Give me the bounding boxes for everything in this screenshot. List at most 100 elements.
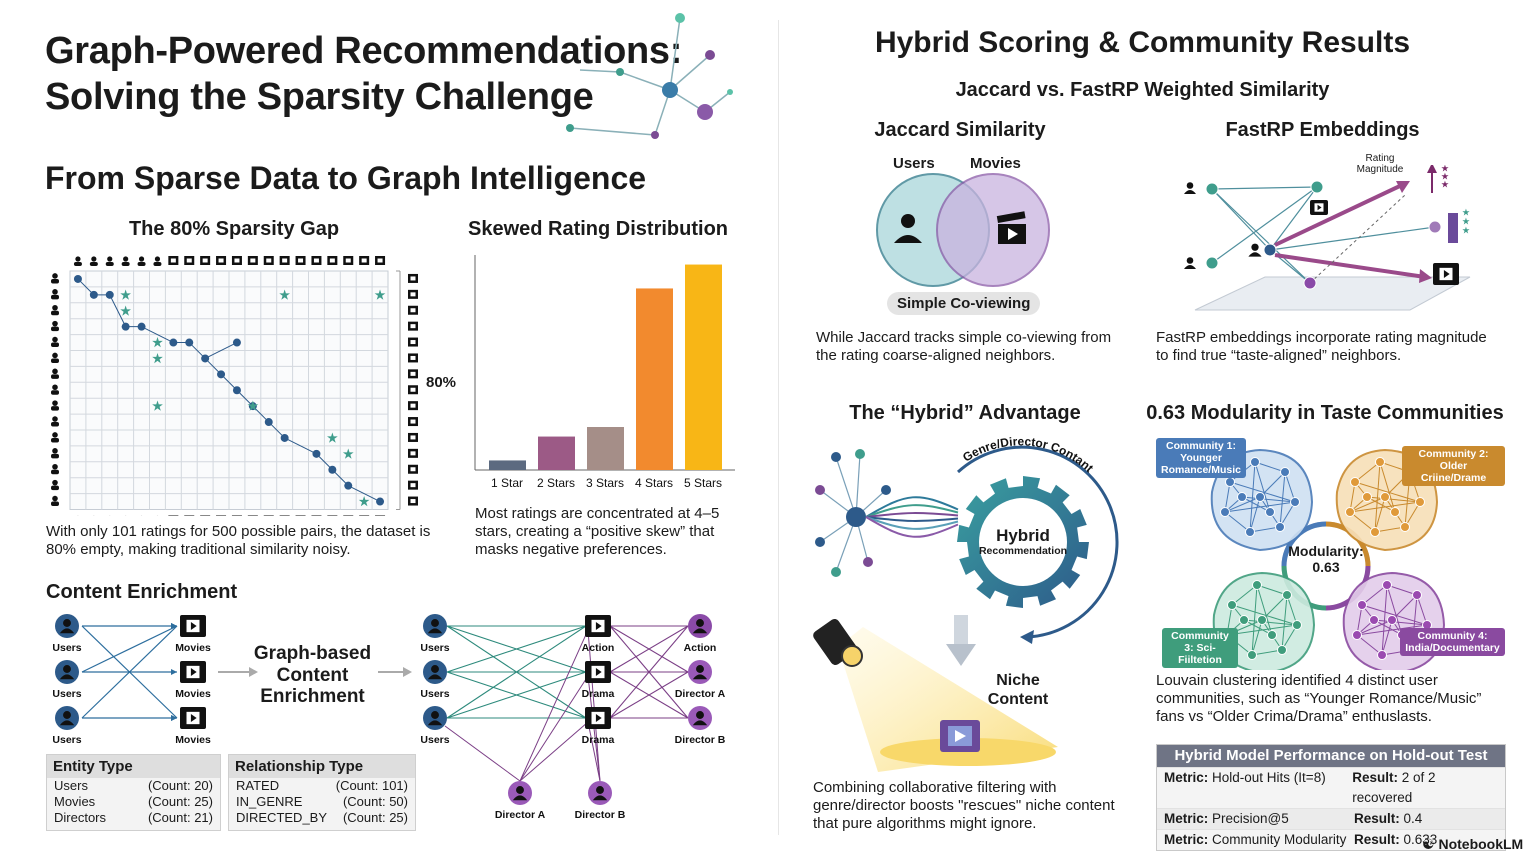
edge xyxy=(1356,619,1393,636)
path-line xyxy=(284,437,317,455)
user-head xyxy=(596,786,604,794)
film-frame xyxy=(410,499,416,504)
film-frame xyxy=(313,258,319,263)
column-divider xyxy=(778,20,779,835)
modularity-title: 0.63 Modularity in Taste Communities xyxy=(1146,402,1504,424)
play-icon xyxy=(955,730,966,742)
modularity-caption: Louvain clustering identified 4 distinct… xyxy=(1156,672,1482,725)
tick-label: 5 Stars xyxy=(684,476,722,490)
arrow-head xyxy=(171,623,177,629)
community-node xyxy=(1387,615,1397,625)
edge xyxy=(1354,481,1421,503)
film-icon xyxy=(295,515,306,516)
user-icon-body xyxy=(51,485,59,491)
edge xyxy=(609,625,689,673)
film-frame xyxy=(329,258,335,263)
user-icon xyxy=(52,273,58,279)
relationship-count: (Count: 25) xyxy=(342,810,408,825)
edge xyxy=(1251,584,1258,656)
niche-content-label: Niche Content xyxy=(987,672,1049,708)
arrow-head xyxy=(1419,269,1432,283)
user-label: Users xyxy=(420,642,449,654)
film-frame xyxy=(282,258,288,263)
play-icon xyxy=(595,668,602,676)
arc-label-path: Genre/Director Contant xyxy=(960,434,1096,475)
edge xyxy=(587,721,601,782)
right-node-label: Director A xyxy=(675,688,726,700)
user-icon-body xyxy=(51,501,59,507)
film-frame xyxy=(250,258,256,263)
film-icon xyxy=(168,515,179,516)
star-icon: ★ xyxy=(247,399,258,413)
flow-line xyxy=(865,516,959,522)
user-icon xyxy=(52,495,58,502)
relationship-count: (Count: 101) xyxy=(335,778,408,793)
jaccard-users-label: Users xyxy=(893,155,935,172)
user-icon-body xyxy=(51,342,59,348)
gear-center xyxy=(979,498,1067,586)
director-label: Director A xyxy=(495,809,546,821)
jaccard-caption: While Jaccard tracks simple co-viewing f… xyxy=(816,329,1112,364)
user-icon-body xyxy=(51,406,59,411)
user-head xyxy=(63,711,71,719)
film-icon xyxy=(184,515,195,516)
enrichment-center-label: Graph-based Content Enrichment xyxy=(253,643,372,707)
clapper-icon xyxy=(996,211,1026,244)
star-icon: ★ xyxy=(1441,172,1449,181)
edge xyxy=(1366,496,1421,503)
arrow-head xyxy=(1396,181,1410,193)
flow-arrow-head xyxy=(249,667,258,677)
community-node xyxy=(1252,580,1262,590)
community-node xyxy=(1250,457,1260,467)
input-node xyxy=(831,567,841,577)
community-node xyxy=(1292,620,1302,630)
gear-subtitle: Recommendation xyxy=(978,545,1068,557)
user-head xyxy=(1251,243,1259,251)
embedding-node xyxy=(1303,276,1317,290)
user-body xyxy=(692,628,708,634)
community-3-tag: Community 3: Sci-Fiiltetion xyxy=(1162,628,1238,668)
play-icon xyxy=(190,714,197,722)
community-node xyxy=(1382,580,1392,590)
user-body xyxy=(427,628,443,634)
rating-dot xyxy=(137,322,146,331)
film-frame xyxy=(410,340,416,345)
relationship-table-header: Relationship Type xyxy=(229,755,415,778)
community-node xyxy=(1277,645,1287,655)
edge xyxy=(609,671,689,719)
path-line xyxy=(204,342,238,359)
user-icon-body xyxy=(51,422,59,427)
entity-count: (Count: 20) xyxy=(147,778,213,793)
entity-name: Users xyxy=(54,778,88,793)
film-frame xyxy=(266,258,272,263)
genre-label: Drama xyxy=(582,734,615,746)
hybrid-caption: Combining collaborative filtering with g… xyxy=(813,779,1115,832)
title-line-1: Graph-Powered Recommendations: xyxy=(45,30,683,72)
rating-dot xyxy=(344,481,353,490)
notebooklm-brand[interactable]: ☯ NotebookLM xyxy=(1422,836,1523,853)
edge xyxy=(1259,471,1286,498)
community-node xyxy=(1267,630,1277,640)
embedding-node xyxy=(1428,220,1442,234)
network-decoration-icon xyxy=(566,13,733,139)
user-icon xyxy=(52,416,58,422)
user-icon xyxy=(107,256,113,262)
community-node xyxy=(1225,477,1235,487)
community-node xyxy=(1239,615,1249,625)
edge xyxy=(1243,619,1273,636)
user-icon-body xyxy=(73,262,82,266)
edge xyxy=(835,456,857,518)
film-frame xyxy=(410,467,416,472)
rating-dot xyxy=(232,386,241,395)
play-icon xyxy=(595,714,602,722)
right-node-label: Action xyxy=(684,642,717,654)
film-frame xyxy=(170,258,176,263)
cycle-arc xyxy=(956,445,1119,639)
film-icon xyxy=(311,515,322,516)
edge xyxy=(1224,496,1261,513)
edge xyxy=(1373,619,1428,626)
play-icon xyxy=(1317,204,1322,211)
film-frame xyxy=(410,276,416,281)
right-node-label: Director B xyxy=(675,734,726,746)
table-row: Directors(Count: 21) xyxy=(47,810,220,826)
